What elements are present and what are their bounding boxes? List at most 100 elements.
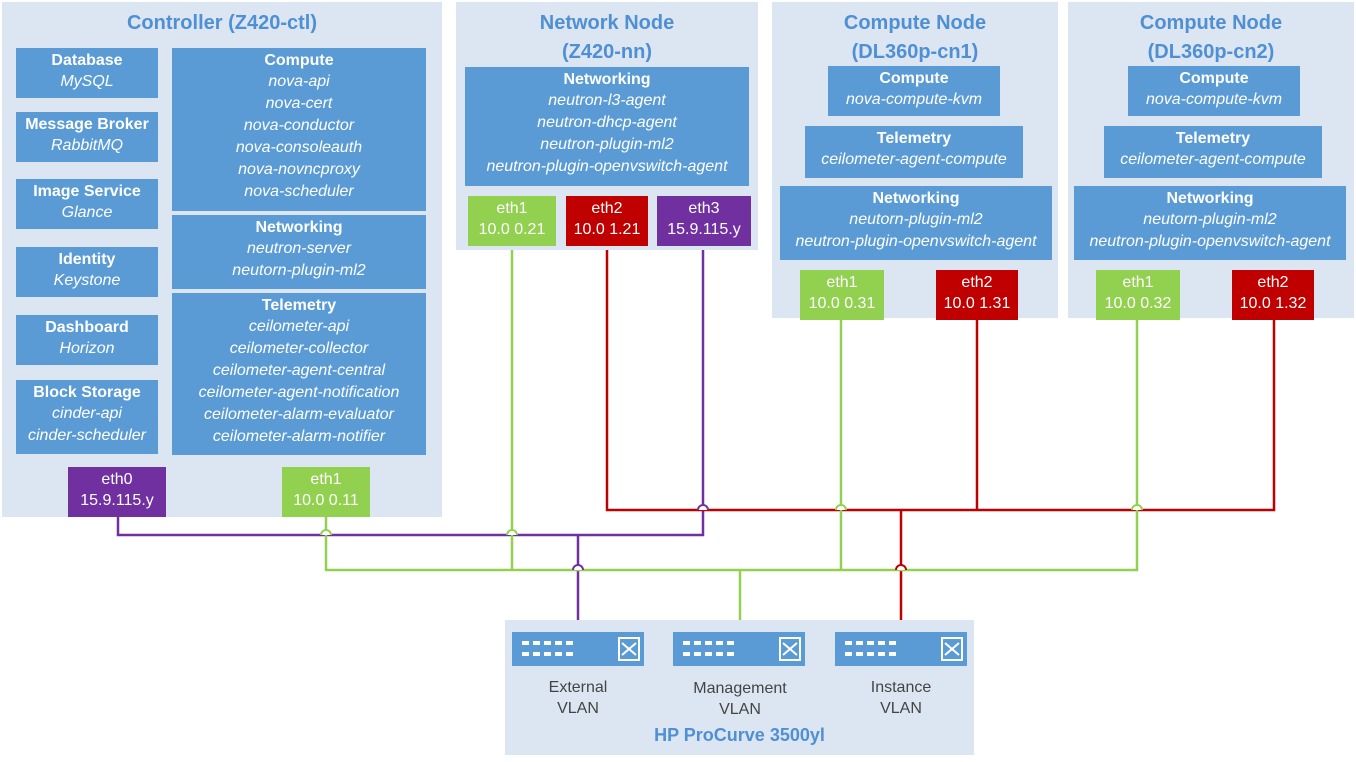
management-wire (324, 318, 1139, 572)
management-vlan-label: Management VLAN (675, 678, 805, 720)
network-switch-icon (683, 637, 801, 661)
telemetry-item: ceilometer-agent-central (212, 362, 386, 379)
telemetry-item: ceilometer-alarm-evaluator (204, 406, 394, 423)
database-item: MySQL (60, 73, 114, 90)
networking-item: neutron-plugin-openvswitch-agent (486, 158, 728, 175)
identity-heading: Identity (58, 251, 116, 268)
controller-compute-box: Compute nova-api nova-cert nova-conducto… (172, 48, 426, 211)
network-node-title: Network Node (539, 12, 675, 34)
telemetry-item: ceilometer-agent-compute (1120, 151, 1306, 168)
compute-node-1-panel: Compute Node (DL360p-cn1) Compute nova-c… (772, 2, 1058, 320)
compute-item: nova-compute-kvm (845, 91, 983, 108)
networking-item: neutron-plugin-openvswitch-agent (1089, 233, 1331, 250)
compute-node-1-eth2: eth2 10.0 1.31 (936, 270, 1018, 320)
identity-item: Keystone (53, 272, 121, 289)
vlan-label-line: VLAN (557, 700, 599, 717)
database-heading: Database (51, 52, 123, 69)
networking-item: neutron-plugin-openvswitch-agent (795, 233, 1037, 250)
database-box: Database MySQL (16, 48, 158, 98)
nic-name: eth3 (688, 200, 720, 217)
compute-heading: Compute (1179, 70, 1249, 87)
nic-ip: 10.0 1.32 (1239, 295, 1307, 312)
dashboard-item: Horizon (59, 340, 115, 357)
external-vlan-switch (512, 632, 644, 666)
compute-node-1-telemetry-box: Telemetry ceilometer-agent-compute (805, 126, 1023, 178)
vlan-label-line: Instance (870, 679, 932, 696)
compute-node-1-title: Compute Node (843, 12, 987, 34)
compute-heading: Compute (879, 70, 949, 87)
identity-box: Identity Keystone (16, 247, 158, 297)
networking-item: neutron-l3-agent (548, 92, 666, 109)
networking-heading: Networking (255, 219, 343, 236)
compute-item: nova-conductor (243, 117, 355, 134)
instance-vlan-switch (835, 632, 967, 666)
compute-node-2-title: Compute Node (1139, 12, 1283, 34)
controller-panel: Controller (Z420-ctl) Database MySQL Mes… (2, 2, 442, 517)
nic-ip: 10.0 0.31 (808, 295, 876, 312)
compute-item: nova-compute-kvm (1145, 91, 1283, 108)
management-vlan-switch (673, 632, 805, 666)
vlan-label-line: External (548, 679, 608, 696)
nic-ip: 10.0 1.31 (943, 295, 1011, 312)
nic-name: eth2 (961, 274, 993, 291)
block-storage-box: Block Storage cinder-api cinder-schedule… (16, 380, 158, 454)
nic-name: eth1 (826, 274, 858, 291)
external-vlan-label: External VLAN (523, 677, 633, 719)
network-node-networking-box: Networking neutron-l3-agent neutron-dhcp… (465, 67, 749, 186)
vlan-label-line: VLAN (719, 701, 761, 718)
nic-name: eth0 (101, 471, 133, 488)
compute-node-1-networking-box: Networking neutorn-plugin-ml2 neutron-pl… (780, 186, 1052, 260)
dashboard-heading: Dashboard (45, 319, 129, 336)
networking-item: neutorn-plugin-ml2 (849, 211, 983, 228)
networking-item: neutron-dhcp-agent (537, 114, 677, 131)
compute-item: nova-scheduler (244, 183, 354, 200)
compute-node-2-telemetry-box: Telemetry ceilometer-agent-compute (1104, 126, 1322, 178)
nic-ip: 10.0 1.21 (573, 221, 641, 238)
compute-node-2-eth2: eth2 10.0 1.32 (1232, 270, 1314, 320)
nic-name: eth2 (591, 200, 623, 217)
instance-vlan-label: Instance VLAN (846, 677, 956, 719)
block-storage-heading: Block Storage (33, 384, 141, 401)
network-node-panel: Network Node (Z420-nn) Networking neutro… (456, 2, 758, 250)
network-node-eth1: eth1 10.0 0.21 (468, 196, 556, 246)
compute-node-1-eth1: eth1 10.0 0.31 (800, 270, 884, 320)
nic-ip: 15.9.115.y (667, 221, 741, 238)
nic-ip: 10.0 0.21 (478, 221, 546, 238)
compute-node-2-panel: Compute Node (DL360p-cn2) Compute nova-c… (1068, 2, 1354, 320)
compute-item: nova-cert (265, 95, 333, 112)
networking-heading: Networking (563, 71, 651, 88)
nic-name: eth1 (1122, 274, 1154, 291)
controller-networking-box: Networking neutron-server neutorn-plugin… (172, 215, 426, 289)
message-broker-heading: Message Broker (25, 116, 149, 133)
networking-heading: Networking (872, 190, 960, 207)
networking-item: neutorn-plugin-ml2 (1143, 211, 1277, 228)
network-switch-icon (522, 637, 640, 661)
nic-name: eth1 (496, 200, 528, 217)
controller-eth1: eth1 10.0 0.11 (282, 467, 370, 517)
compute-node-2-subtitle: (DL360p-cn2) (1147, 41, 1275, 63)
nic-ip: 10.0 0.32 (1104, 295, 1172, 312)
telemetry-heading: Telemetry (1175, 130, 1251, 147)
compute-item: nova-api (268, 73, 330, 90)
controller-telemetry-box: Telemetry ceilometer-api ceilometer-coll… (172, 293, 426, 455)
image-service-box: Image Service Glance (16, 179, 158, 229)
message-broker-item: RabbitMQ (50, 137, 124, 154)
network-node-eth3: eth3 15.9.115.y (657, 196, 751, 246)
block-storage-item: cinder-scheduler (28, 427, 146, 444)
compute-node-1-compute-box: Compute nova-compute-kvm (828, 66, 1000, 116)
telemetry-item: ceilometer-agent-notification (198, 384, 400, 401)
compute-node-2-compute-box: Compute nova-compute-kvm (1128, 66, 1300, 116)
networking-item: neutorn-plugin-ml2 (232, 262, 366, 279)
instance-wire (605, 244, 1276, 512)
compute-node-1-subtitle: (DL360p-cn1) (851, 41, 979, 63)
controller-eth0: eth0 15.9.115.y (68, 467, 166, 517)
telemetry-item: ceilometer-collector (229, 340, 369, 357)
compute-node-2-networking-box: Networking neutorn-plugin-ml2 neutron-pl… (1074, 186, 1346, 260)
nic-ip: 10.0 0.11 (293, 492, 359, 509)
nic-name: eth1 (310, 471, 342, 488)
vlan-label-line: VLAN (880, 700, 922, 717)
external-wire (116, 244, 705, 537)
nic-name: eth2 (1257, 274, 1289, 291)
controller-title: Controller (Z420-ctl) (126, 12, 318, 34)
networking-item: neutron-plugin-ml2 (540, 136, 674, 153)
